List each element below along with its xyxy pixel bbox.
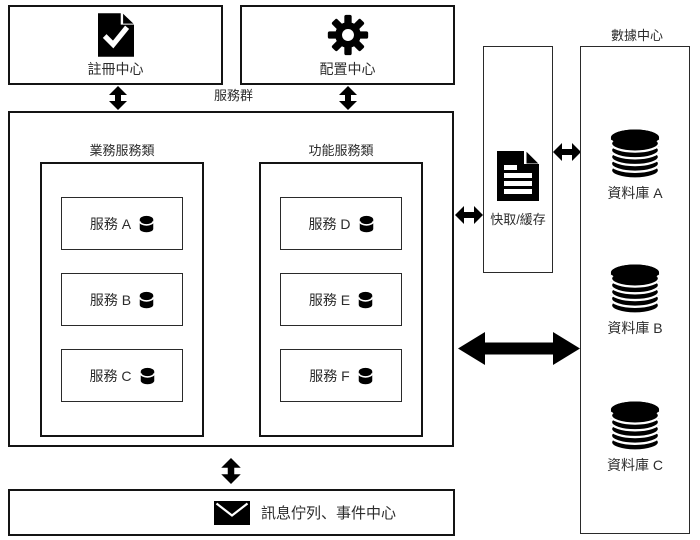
message-center-box: 訊息佇列、事件中心	[8, 489, 455, 536]
group-business: 業務服務類 服務 A 服務 B 服務 C	[40, 142, 204, 437]
group-business-box: 服務 A 服務 B 服務 C	[40, 162, 204, 437]
cache-box: 快取/緩存	[483, 46, 553, 273]
group-functional-label: 功能服務類	[308, 143, 374, 158]
arrow-cluster-message	[221, 458, 241, 484]
gear-icon	[327, 14, 368, 55]
service-b-box: 服務 B	[61, 273, 183, 326]
registry-label: 註冊中心	[87, 60, 144, 77]
arrow-cache-datacenter	[553, 143, 581, 161]
database-c-node: 資料庫 C	[581, 401, 689, 475]
database-stack-icon	[609, 129, 661, 179]
message-center-label: 訊息佇列、事件中心	[261, 505, 397, 522]
database-cylinder-icon	[139, 215, 155, 232]
service-d-box: 服務 D	[280, 197, 402, 250]
service-e-label: 服務 E	[308, 291, 351, 308]
envelope-icon	[214, 500, 250, 525]
database-cylinder-icon	[358, 291, 374, 308]
document-check-icon	[97, 12, 134, 57]
datacenter-box: 資料庫 A 資料庫 B 資料	[580, 46, 690, 534]
document-lines-icon	[497, 151, 539, 201]
arrow-cluster-cache	[455, 206, 483, 224]
arrow-cluster-datacenter	[458, 332, 580, 365]
group-functional-box: 服務 D 服務 E 服務 F	[259, 162, 423, 437]
database-stack-icon	[609, 264, 661, 314]
database-cylinder-icon	[357, 367, 373, 384]
database-cylinder-icon	[139, 367, 155, 384]
service-cluster-box: 業務服務類 服務 A 服務 B 服務 C	[8, 111, 454, 447]
arrow-config-cluster	[339, 86, 357, 110]
database-cylinder-icon	[358, 215, 374, 232]
service-a-box: 服務 A	[61, 197, 183, 250]
group-functional: 功能服務類 服務 D 服務 E 服務 F	[259, 142, 423, 437]
datacenter-label: 數據中心	[610, 28, 663, 43]
service-b-label: 服務 B	[89, 291, 132, 308]
service-f-box: 服務 F	[280, 349, 402, 402]
config-box: 配置中心	[240, 5, 455, 85]
database-a-label: 資料庫 A	[607, 185, 663, 201]
database-a-node: 資料庫 A	[581, 129, 689, 203]
registry-box: 註冊中心	[8, 5, 223, 85]
database-stack-icon	[609, 401, 661, 451]
service-f-label: 服務 F	[309, 367, 350, 384]
cache-label: 快取/緩存	[490, 212, 546, 227]
database-b-node: 資料庫 B	[581, 264, 689, 338]
database-cylinder-icon	[139, 291, 155, 308]
service-a-label: 服務 A	[89, 215, 132, 232]
service-c-box: 服務 C	[61, 349, 183, 402]
database-c-label: 資料庫 C	[607, 457, 663, 473]
service-c-label: 服務 C	[89, 367, 132, 384]
service-e-box: 服務 E	[280, 273, 402, 326]
database-b-label: 資料庫 B	[607, 320, 663, 336]
service-d-label: 服務 D	[308, 215, 351, 232]
arrow-registry-cluster	[109, 86, 127, 110]
service-cluster-label: 服務群	[213, 88, 253, 103]
config-label: 配置中心	[319, 60, 376, 77]
group-business-label: 業務服務類	[89, 143, 155, 158]
